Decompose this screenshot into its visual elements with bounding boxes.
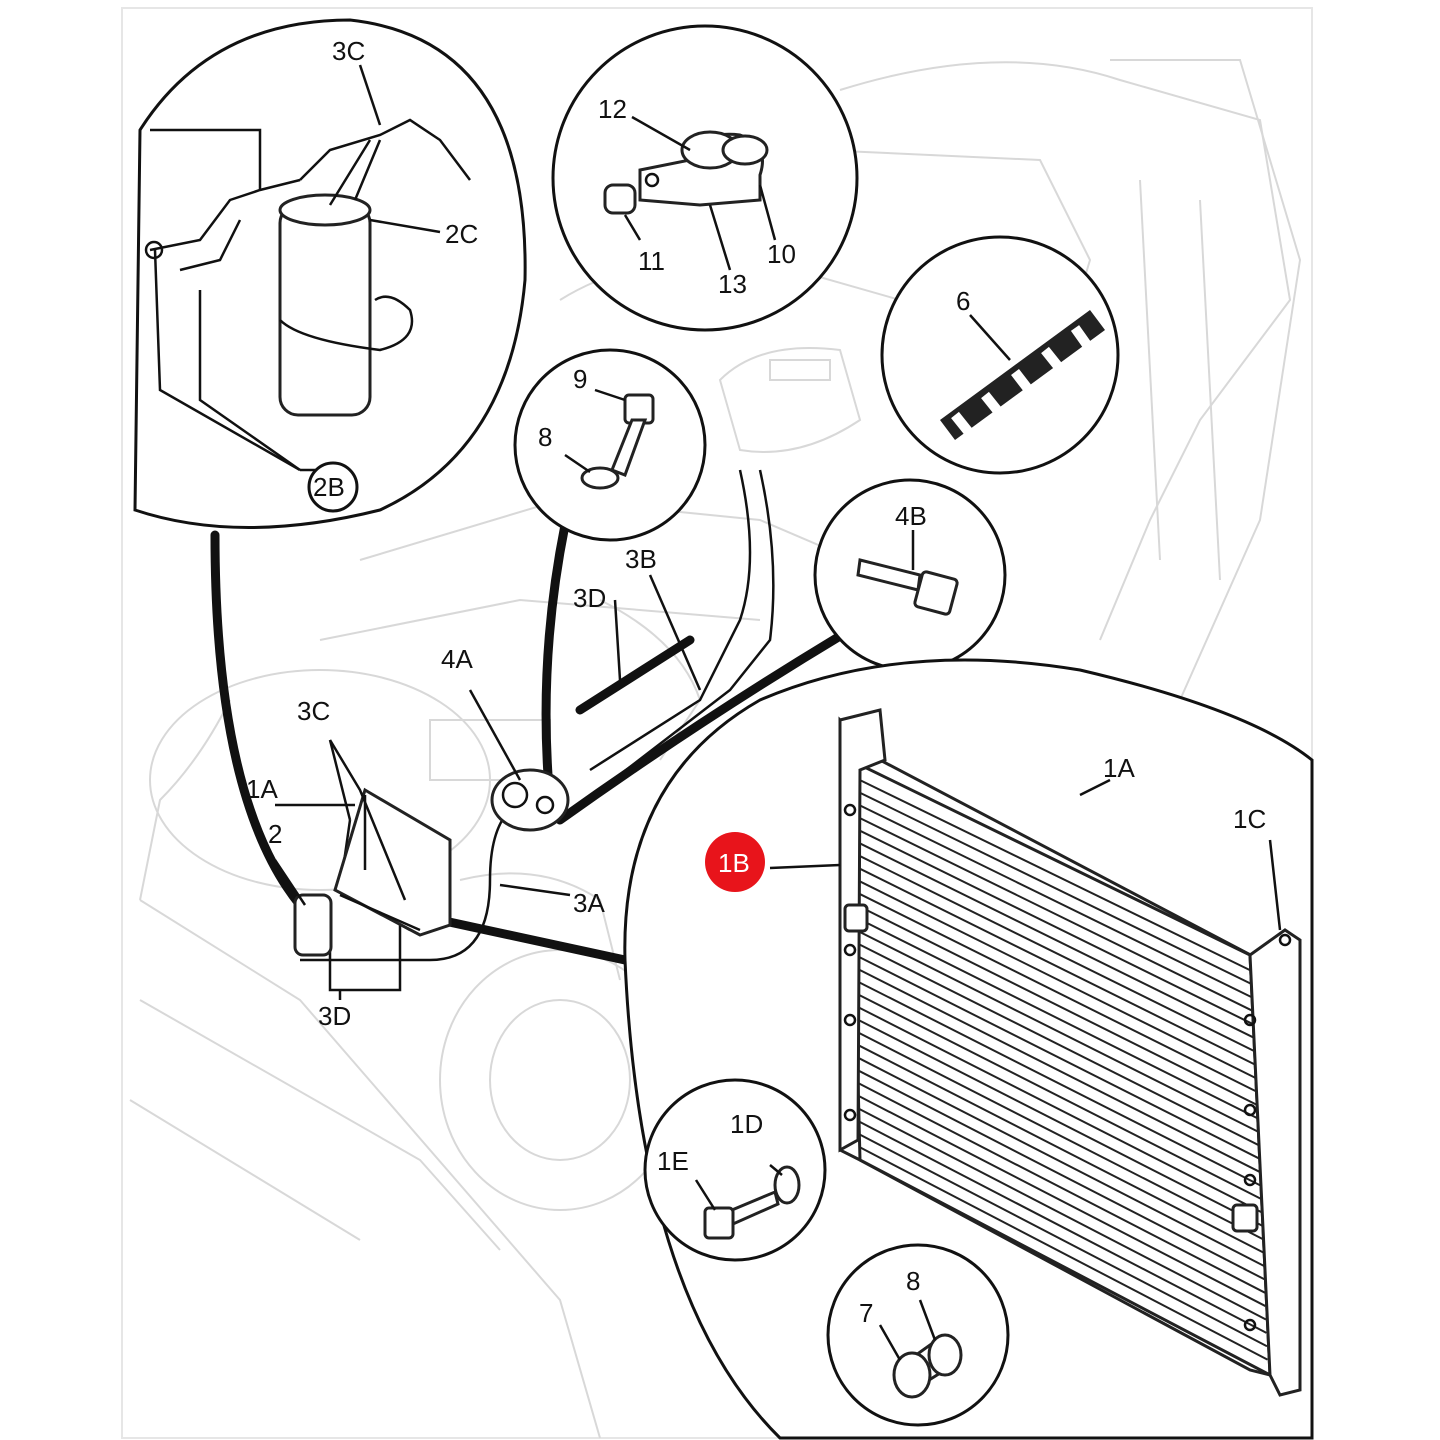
label-10: 10 <box>767 239 796 269</box>
label-8-bottom: 8 <box>906 1266 920 1296</box>
leader-lines <box>273 64 702 1000</box>
label-13: 13 <box>718 269 747 299</box>
condenser-fin <box>857 993 1262 1200</box>
detail-nut-7 <box>826 1243 1010 1427</box>
detail-bolt-9 <box>513 348 707 542</box>
condenser-fin <box>856 955 1261 1160</box>
label-3d-bottom: 3D <box>318 1001 351 1031</box>
detail-condenser <box>623 658 1314 1440</box>
label-1a-left: 1A <box>246 774 278 804</box>
label-1c: 1C <box>1233 804 1266 834</box>
label-4b: 4B <box>895 501 927 531</box>
condenser-fin <box>857 967 1261 1174</box>
highlight-marker[interactable] <box>705 832 765 892</box>
detail-receiver-drier <box>133 18 527 529</box>
diagram-frame <box>121 7 1313 1439</box>
condenser-fin <box>855 853 1257 1053</box>
condenser-fin <box>854 789 1254 986</box>
condenser-fin <box>856 878 1258 1080</box>
condenser-fin <box>856 917 1259 1120</box>
condenser-fin <box>854 776 1253 973</box>
condenser-fin <box>857 1006 1263 1214</box>
label-7: 7 <box>859 1298 873 1328</box>
label-2c: 2C <box>445 219 478 249</box>
pipe-lines <box>300 469 775 992</box>
label-2b: 2B <box>313 472 345 502</box>
label-2: 2 <box>268 819 282 849</box>
part-labels: 3C 2C 2B 12 10 11 13 6 9 8 4B 3B 3D 4A 3… <box>246 36 1266 1328</box>
condenser-fin <box>858 1057 1265 1267</box>
condenser-fin <box>859 1120 1267 1334</box>
label-6: 6 <box>956 286 970 316</box>
condenser-fin <box>855 827 1256 1026</box>
condenser-core <box>838 708 1302 1397</box>
condenser-fin <box>855 866 1257 1066</box>
label-3a: 3A <box>573 888 605 918</box>
condenser-fin <box>858 1095 1266 1307</box>
condenser-fin <box>858 1108 1267 1321</box>
condenser-fin <box>856 904 1259 1107</box>
compressor <box>490 768 570 832</box>
label-12: 12 <box>598 94 627 124</box>
condenser-fin <box>855 815 1255 1013</box>
label-9: 9 <box>573 364 587 394</box>
condenser-fin <box>857 1018 1263 1227</box>
detail-clamp <box>551 24 859 332</box>
label-3c-mid: 3C <box>297 696 330 726</box>
condenser-fin <box>856 891 1258 1093</box>
condenser-fin <box>856 942 1260 1147</box>
label-1d: 1D <box>730 1109 763 1139</box>
condenser-fin <box>858 1082 1266 1294</box>
condenser-fin <box>858 1069 1265 1281</box>
detail-spiral-wrap <box>880 235 1120 475</box>
label-8-top: 8 <box>538 422 552 452</box>
engine-bay-components <box>293 768 570 957</box>
condenser-fin <box>855 802 1254 1000</box>
label-1e: 1E <box>657 1146 689 1176</box>
label-1a-right: 1A <box>1103 753 1135 783</box>
condenser-fin <box>857 1031 1264 1241</box>
label-2b-ring <box>307 461 359 513</box>
condenser-fin <box>857 980 1262 1187</box>
condenser-fin <box>856 929 1260 1133</box>
label-4a: 4A <box>441 644 473 674</box>
label-3b: 3B <box>625 544 657 574</box>
condenser-fin <box>859 1146 1268 1361</box>
label-11: 11 <box>638 246 665 276</box>
label-1b[interactable]: 1B <box>718 848 750 878</box>
label-3c-top: 3C <box>332 36 365 66</box>
condenser-fin <box>859 1133 1268 1348</box>
condenser-fin <box>858 1044 1264 1254</box>
condenser-fin <box>855 840 1256 1040</box>
label-3d-mid: 3D <box>573 583 606 613</box>
detail-bolt-1e <box>643 1078 827 1262</box>
